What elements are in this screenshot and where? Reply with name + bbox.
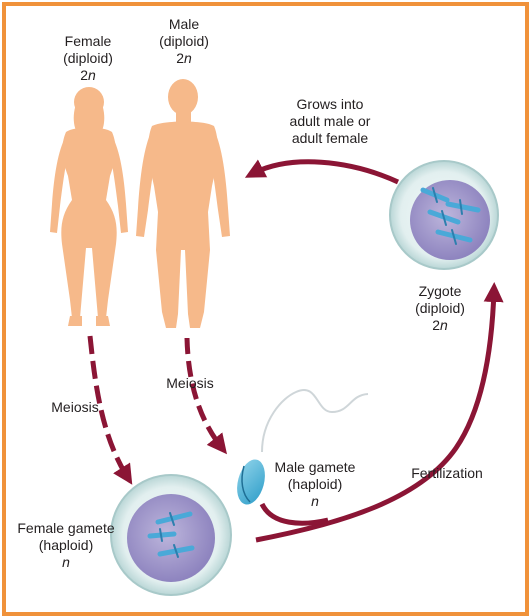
sperm-to-fertilization-arrow	[259, 502, 329, 526]
ploidy-variable: n	[184, 50, 192, 66]
grows-line-3: adult female	[291, 130, 369, 146]
female-gamete-ploidy-type: (haploid)	[38, 537, 94, 553]
meiosis-right-label: Meiosis	[166, 375, 214, 391]
fertilization-arrow	[255, 282, 504, 543]
male-ploidy-type: (diploid)	[159, 33, 209, 49]
ploidy-number: 2	[80, 67, 88, 83]
ploidy-number: 2	[432, 317, 440, 333]
male-gamete-ploidy-count: n	[311, 493, 319, 509]
meiosis-left-label: Meiosis	[51, 399, 99, 415]
zygote-cell	[389, 160, 499, 270]
fertilization-label: Fertilization	[411, 465, 483, 481]
female-ploidy-type: (diploid)	[63, 50, 113, 66]
male-title: Male	[168, 16, 200, 32]
ploidy-number: 2	[176, 50, 184, 66]
grows-into-label: Grows into adult male or adult female	[270, 96, 390, 147]
female-gamete-label: Female gamete (haploid) n	[6, 520, 126, 571]
meiosis-arrow-right	[184, 337, 227, 455]
zygote-label: Zygote (diploid) 2n	[400, 283, 480, 334]
male-gamete-ploidy-type: (haploid)	[287, 476, 343, 492]
male-silhouette	[136, 79, 230, 328]
female-gamete-ploidy-count: n	[62, 554, 70, 570]
female-ploidy-count: 2n	[40, 67, 136, 84]
female-gamete-cell	[110, 474, 232, 596]
zygote-title: Zygote	[418, 283, 462, 299]
grows-line-1: Grows into	[296, 96, 364, 112]
male-ploidy-count: 2n	[136, 50, 232, 67]
sperm-cell	[237, 389, 369, 505]
grows-line-2: adult male or	[289, 113, 371, 129]
female-title: Female	[64, 33, 112, 49]
meiosis-arrow-left	[87, 335, 133, 485]
grows-into-arrow	[244, 159, 400, 185]
ploidy-variable: n	[88, 67, 96, 83]
female-silhouette	[50, 87, 128, 326]
male-gamete-title: Male gamete	[274, 459, 356, 475]
male-label: Male (diploid) 2n	[136, 16, 232, 67]
female-label: Female (diploid) 2n	[40, 33, 136, 84]
ploidy-variable: n	[440, 317, 448, 333]
male-gamete-label: Male gamete (haploid) n	[265, 459, 365, 510]
zygote-ploidy-count: 2n	[400, 317, 480, 334]
zygote-ploidy-type: (diploid)	[415, 300, 465, 316]
female-gamete-title: Female gamete	[17, 520, 115, 536]
